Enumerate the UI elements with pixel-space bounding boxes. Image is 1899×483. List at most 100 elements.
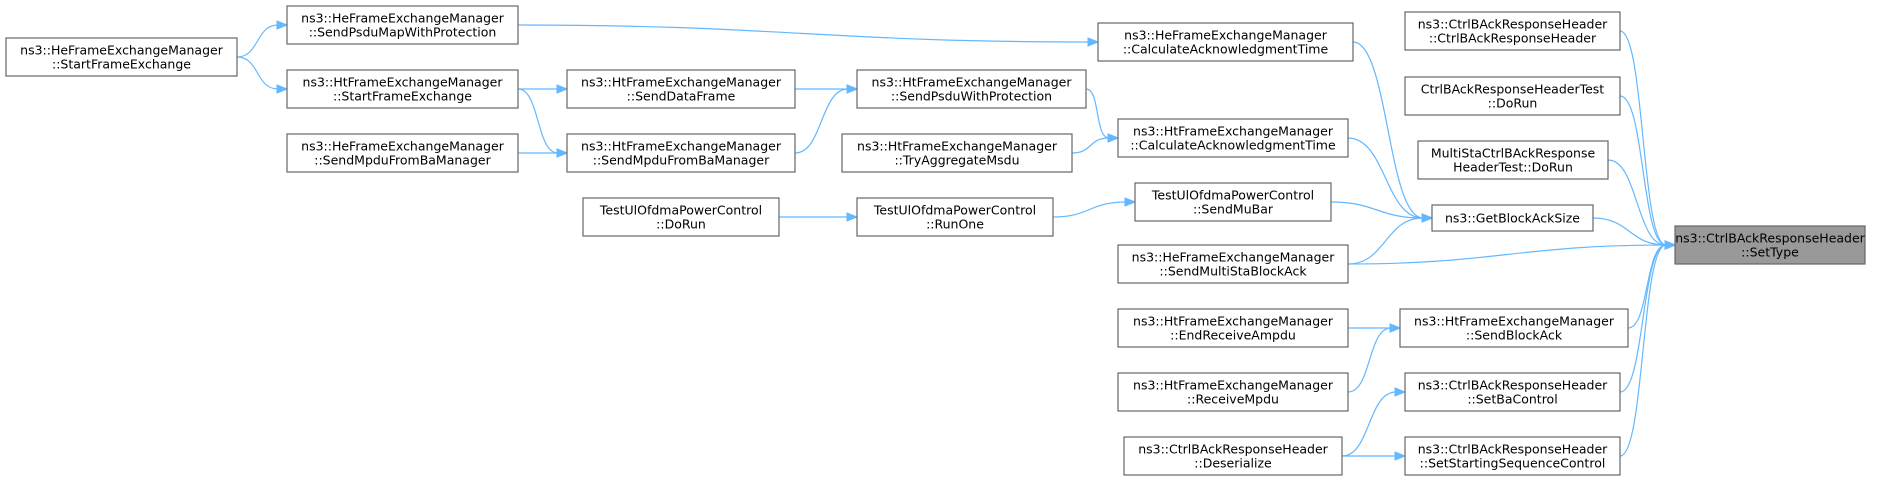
edge-n10-n4 [1347, 137, 1424, 219]
node-label: ::DoRun [656, 217, 706, 232]
edge-n21-n16 [794, 88, 849, 154]
node-label: TestUlOfdmaPowerControl [1151, 188, 1314, 203]
node-box [582, 197, 780, 237]
node-label: ns3::HtFrameExchangeManager [1133, 314, 1334, 329]
graph-node-testulofdmapowercontrol-runone[interactable]: TestUlOfdmaPowerControl::RunOne [856, 197, 1054, 237]
edge-n9-n4 [1352, 41, 1424, 219]
node-label: ::SendMultiStaBlockAck [1159, 264, 1307, 279]
node-label: ns3::HtFrameExchangeManager [1414, 314, 1615, 329]
node-label: ns3::HtFrameExchangeManager [581, 139, 782, 154]
edge-n5-n4 [1347, 217, 1424, 265]
edge-n7-n0 [1619, 244, 1667, 393]
graph-node-ns3-ctrlbackresponseheader-setbacontrol[interactable]: ns3::CtrlBAckResponseHeader::SetBaContro… [1404, 372, 1621, 412]
graph-node-ns3-htframeexchangemanager-calculateacknowledgmenttime[interactable]: ns3::HtFrameExchangeManager::CalculateAc… [1117, 118, 1349, 158]
edge-arrowhead [556, 84, 569, 94]
graph-node-ns3-htframeexchangemanager-receivempdu[interactable]: ns3::HtFrameExchangeManager::ReceiveMpdu [1117, 372, 1349, 412]
edge-n13-n6 [1347, 327, 1392, 393]
edge-arrowhead [1087, 37, 1100, 47]
node-label: ::SendPsduWithProtection [891, 89, 1052, 104]
edge-n8-n0 [1619, 244, 1667, 457]
edge-arrowhead [556, 148, 569, 158]
edge-arrowhead [1394, 387, 1407, 397]
edge-arrowhead [1107, 133, 1120, 143]
graph-node-ns3-ctrlbackresponseheader-setstartingsequencecontrol[interactable]: ns3::CtrlBAckResponseHeader::SetStarting… [1404, 436, 1621, 476]
graph-node-ctrlbackresponseheadertest-dorun[interactable]: CtrlBAckResponseHeaderTest::DoRun [1404, 76, 1621, 116]
edge-n3-n0 [1607, 159, 1667, 246]
graph-node-ns3-ctrlbackresponseheader-settype[interactable]: ns3::CtrlBAckResponseHeader::SetType [1674, 225, 1866, 265]
edge-n25-n15 [236, 24, 279, 58]
node-label: ::SetType [1741, 245, 1799, 260]
node-label: ::SendMpduFromBaManager [593, 153, 770, 168]
graph-node-ns3-htframeexchangemanager-senddataframe[interactable]: ns3::HtFrameExchangeManager::SendDataFra… [566, 69, 796, 109]
node-label: ::SendPsduMapWithProtection [309, 25, 497, 40]
node-label: ::SendMpduFromBaManager [314, 153, 491, 168]
node-label: MultiStaCtrlBAckResponse [1431, 146, 1596, 161]
edge-arrowhead [1394, 451, 1407, 461]
edge-arrowhead [846, 84, 859, 94]
graph-node-ns3-htframeexchangemanager-sendpsduwithprotection[interactable]: ns3::HtFrameExchangeManager::SendPsduWit… [856, 69, 1087, 109]
node-box [1117, 118, 1349, 158]
graph-node-ns3-htframeexchangemanager-endreceiveampdu[interactable]: ns3::HtFrameExchangeManager::EndReceiveA… [1117, 308, 1349, 348]
graph-node-ns3-getblockacksize[interactable]: ns3::GetBlockAckSize [1431, 204, 1594, 232]
node-label: ::SendMuBar [1193, 202, 1274, 217]
node-label: ::CalculateAcknowledgmentTime [1123, 42, 1329, 57]
node-box [1123, 436, 1343, 476]
graph-node-ns3-htframeexchangemanager-startframeexchange[interactable]: ns3::HtFrameExchangeManager::StartFrameE… [286, 69, 519, 109]
edge-arrowhead [276, 84, 289, 94]
node-label: ::RunOne [926, 217, 984, 232]
node-label: ::StartFrameExchange [333, 89, 472, 104]
edge-arrowhead [1124, 197, 1137, 207]
graph-node-ns3-htframeexchangemanager-sendmpdufrombamanager[interactable]: ns3::HtFrameExchangeManager::SendMpduFro… [566, 133, 796, 173]
graph-nodes: ns3::CtrlBAckResponseHeader::SetTypens3:… [5, 5, 1866, 476]
edge-n2-n0 [1619, 95, 1667, 246]
node-label: ::TryAggregateMsdu [894, 153, 1019, 168]
node-label: TestUlOfdmaPowerControl [599, 203, 762, 218]
graph-node-ns3-htframeexchangemanager-sendblockack[interactable]: ns3::HtFrameExchangeManager::SendBlockAc… [1399, 308, 1629, 348]
node-label: ::SendBlockAck [1466, 328, 1563, 343]
edge-n18-n11 [1052, 201, 1127, 218]
edge-n16-n10 [1085, 88, 1110, 139]
edge-n17-n10 [1071, 137, 1110, 154]
graph-node-testulofdmapowercontrol-dorun[interactable]: TestUlOfdmaPowerControl::DoRun [582, 197, 780, 237]
node-label: ::SendDataFrame [627, 89, 736, 104]
graph-node-ns3-ctrlbackresponseheader-deserialize[interactable]: ns3::CtrlBAckResponseHeader::Deserialize [1123, 436, 1343, 476]
node-label: ns3::HtFrameExchangeManager [857, 139, 1058, 154]
node-label: ns3::CtrlBAckResponseHeader [1138, 442, 1328, 457]
edge-n4-n0 [1592, 217, 1667, 246]
node-label: ns3::CtrlBAckResponseHeader [1675, 231, 1865, 246]
edge-n15-n9 [517, 24, 1090, 43]
node-label: TestUlOfdmaPowerControl [873, 203, 1036, 218]
node-box [1404, 11, 1621, 51]
node-label: HeaderTest::DoRun [1453, 160, 1573, 175]
node-label: ::CalculateAcknowledgmentTime [1130, 138, 1336, 153]
graph-node-ns3-heframeexchangemanager-startframeexchange[interactable]: ns3::HeFrameExchangeManager::StartFrameE… [5, 37, 238, 77]
edge-n11-n4 [1330, 201, 1424, 219]
node-label: ns3::HtFrameExchangeManager [303, 75, 504, 90]
graph-node-ns3-htframeexchangemanager-tryaggregatemsdu[interactable]: ns3::HtFrameExchangeManager::TryAggregat… [841, 133, 1073, 173]
graph-node-multistactrlbackresponse-headertest-dorun[interactable]: MultiStaCtrlBAckResponseHeaderTest::DoRu… [1417, 140, 1609, 180]
node-box [1117, 244, 1349, 284]
node-box [1431, 204, 1594, 232]
node-label: ns3::CtrlBAckResponseHeader [1418, 442, 1608, 457]
node-box [1404, 436, 1621, 476]
edge-n23-n21 [517, 88, 559, 154]
edge-arrowhead [1421, 213, 1434, 223]
edge-n14-n7 [1341, 391, 1397, 457]
node-label: ns3::HtFrameExchangeManager [1133, 378, 1334, 393]
graph-node-ns3-heframeexchangemanager-calculateacknowledgmenttime[interactable]: ns3::HeFrameExchangeManager::CalculateAc… [1097, 22, 1354, 62]
node-box [286, 69, 519, 109]
node-label: ns3::HeFrameExchangeManager [20, 43, 224, 58]
graph-node-ns3-heframeexchangemanager-sendpsdumapwithprotection[interactable]: ns3::HeFrameExchangeManager::SendPsduMap… [286, 5, 519, 45]
graph-node-ns3-heframeexchangemanager-sendmultistablockack[interactable]: ns3::HeFrameExchangeManager::SendMultiSt… [1117, 244, 1349, 284]
node-label: ns3::HeFrameExchangeManager [301, 11, 505, 26]
graph-node-ns3-ctrlbackresponseheader-ctrlbackresponseheader[interactable]: ns3::CtrlBAckResponseHeader::CtrlBAckRes… [1404, 11, 1621, 51]
graph-node-testulofdmapowercontrol-sendmubar[interactable]: TestUlOfdmaPowerControl::SendMuBar [1134, 182, 1332, 222]
node-label: ns3::GetBlockAckSize [1445, 211, 1580, 226]
node-box [286, 5, 519, 45]
node-label: ns3::CtrlBAckResponseHeader [1418, 17, 1608, 32]
graph-node-ns3-heframeexchangemanager-sendmpdufrombamanager[interactable]: ns3::HeFrameExchangeManager::SendMpduFro… [286, 133, 519, 173]
graph-edges [236, 20, 1677, 461]
node-box [1404, 76, 1621, 116]
node-box [1097, 22, 1354, 62]
